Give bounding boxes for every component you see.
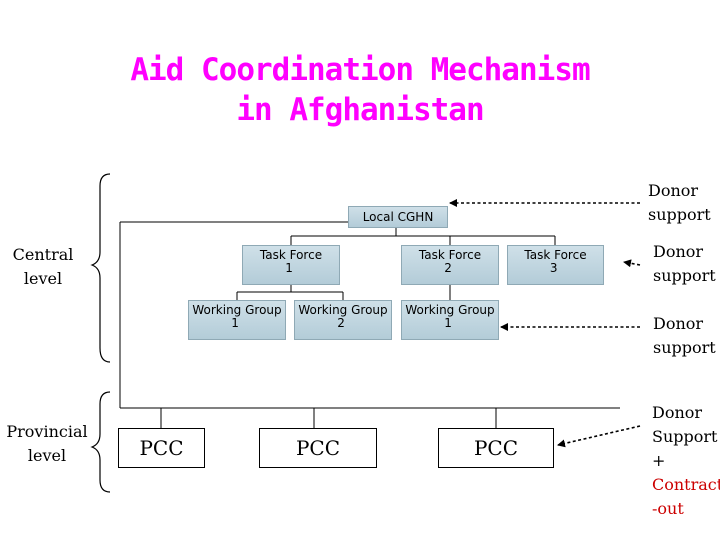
title-line-1: Aid Coordination Mechanism [130,52,590,88]
donor-2-line-1: Donor [653,242,704,261]
donor-support-label-2: Donor support [653,240,716,288]
task-force-3-label: Task Force [524,248,587,262]
donor-1-line-1: Donor [648,181,699,200]
task-force-2-number: 2 [444,261,452,275]
task-force-1-label: Task Force [259,248,323,262]
task-force-1-number: 1 [285,261,293,275]
donor-4-line-3: + [652,451,666,470]
task-force-1-box: Task Force 1 [242,245,340,285]
provincial-level-label: Provincial level [2,420,92,468]
working-group-2-label: Working Group [298,303,388,317]
task-force-2-label: Task Force [418,248,482,262]
working-group-1a-box: Working Group 1 [188,300,286,340]
working-group-1b-number: 1 [444,316,452,330]
donor-support-label-1: Donor support [648,179,711,227]
page-title: Aid Coordination Mechanism in Afghanista… [60,50,660,130]
donor-4-line-1: Donor [652,403,703,422]
pcc-box-3: PCC [438,428,554,468]
task-force-3-box: Task Force 3 [507,245,604,285]
central-level-line-1: Central [12,245,74,264]
pcc-box-1: PCC [118,428,205,468]
working-group-2-box: Working Group 2 [294,300,392,340]
donor-3-line-1: Donor [653,314,704,333]
central-level-brace [90,173,111,363]
working-group-1a-label: Working Group [192,303,282,317]
local-cghn-label: Local CGHN [362,209,434,224]
pcc-2-label: PCC [295,436,341,460]
donor-4-line-2: Support [652,427,718,446]
working-group-1b-box: Working Group 1 [401,300,499,340]
task-force-3-number: 3 [549,261,558,275]
donor-1-line-2: support [648,205,711,224]
donor-support-contract-label: Donor Support + Contract -out [652,401,720,521]
donor-2-line-2: support [653,266,716,285]
pcc-1-label: PCC [139,436,184,460]
contract-out-line-2: -out [652,499,684,518]
central-level-label: Central level [10,243,76,291]
working-group-1a-number: 1 [231,316,239,330]
title-line-2: in Afghanistan [236,92,484,128]
provincial-level-line-1: Provincial [6,422,88,441]
provincial-level-line-2: level [27,446,67,465]
donor-3-line-2: support [653,338,716,357]
provincial-level-brace [90,391,111,493]
central-level-line-2: level [23,269,63,288]
task-force-2-box: Task Force 2 [401,245,499,285]
pcc-box-2: PCC [259,428,377,468]
working-group-1b-label: Working Group [405,303,495,317]
local-cghn-box: Local CGHN [348,206,448,228]
pcc-3-label: PCC [473,436,519,460]
working-group-2-number: 2 [337,316,345,330]
donor-support-label-3: Donor support [653,312,716,360]
contract-out-line-1: Contract [652,475,720,494]
